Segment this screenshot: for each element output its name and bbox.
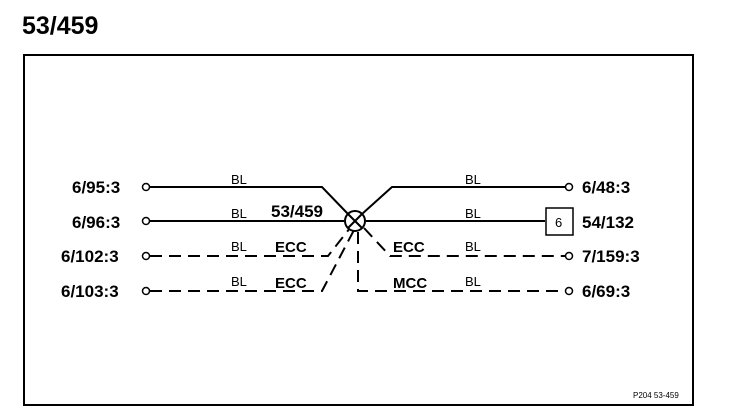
wire-color-right-4: BL — [465, 274, 481, 289]
ecc-label-left-3: ECC — [275, 239, 307, 256]
wire-color-right-1: BL — [465, 172, 481, 187]
terminal-label-left-4: 6/103:3 — [61, 282, 119, 301]
terminal-right-3 — [564, 251, 574, 261]
wire-left-1 — [150, 186, 349, 215]
terminal-label-left-1: 6/95:3 — [72, 178, 120, 197]
ecc-label-left-4: ECC — [275, 275, 307, 292]
reference-code: P204 53-459 — [633, 391, 679, 400]
wire-color-right-3: BL — [465, 239, 481, 254]
terminal-left-2 — [141, 216, 151, 226]
wire-right-3 — [363, 227, 565, 257]
terminal-left-3 — [141, 251, 151, 261]
wire-right-4 — [357, 232, 565, 292]
wire-color-left-2: BL — [231, 206, 247, 221]
wire-color-left-4: BL — [231, 274, 247, 289]
wire-color-left-1: BL — [231, 172, 247, 187]
splice-cross-b — [347, 213, 363, 229]
terminal-label-right-1: 6/48:3 — [582, 178, 630, 197]
page-title: 53/459 — [22, 12, 98, 40]
wire-color-left-3: BL — [231, 239, 247, 254]
terminal-label-right-4: 6/69:3 — [582, 282, 630, 301]
terminal-label-right-3: 7/159:3 — [582, 247, 640, 266]
terminal-left-4 — [141, 286, 151, 296]
diagram-frame — [23, 54, 694, 406]
terminal-label-right-2: 54/132 — [582, 213, 634, 232]
terminal-left-1 — [141, 182, 151, 192]
wire-color-right-2: BL — [465, 206, 481, 221]
ecc-label-right-3: ECC — [393, 239, 425, 256]
connector-box — [545, 207, 574, 236]
mcc-label-right-4: MCC — [393, 275, 427, 292]
splice-label: 53/459 — [271, 202, 323, 221]
terminal-label-left-3: 6/102:3 — [61, 247, 119, 266]
terminal-right-1 — [564, 182, 574, 192]
wire-left-4 — [150, 229, 355, 292]
terminal-label-left-2: 6/96:3 — [72, 213, 120, 232]
terminal-right-4 — [564, 286, 574, 296]
connector-pin: 6 — [555, 215, 562, 230]
wire-right-1 — [361, 186, 565, 215]
wire-left-3 — [150, 227, 351, 257]
